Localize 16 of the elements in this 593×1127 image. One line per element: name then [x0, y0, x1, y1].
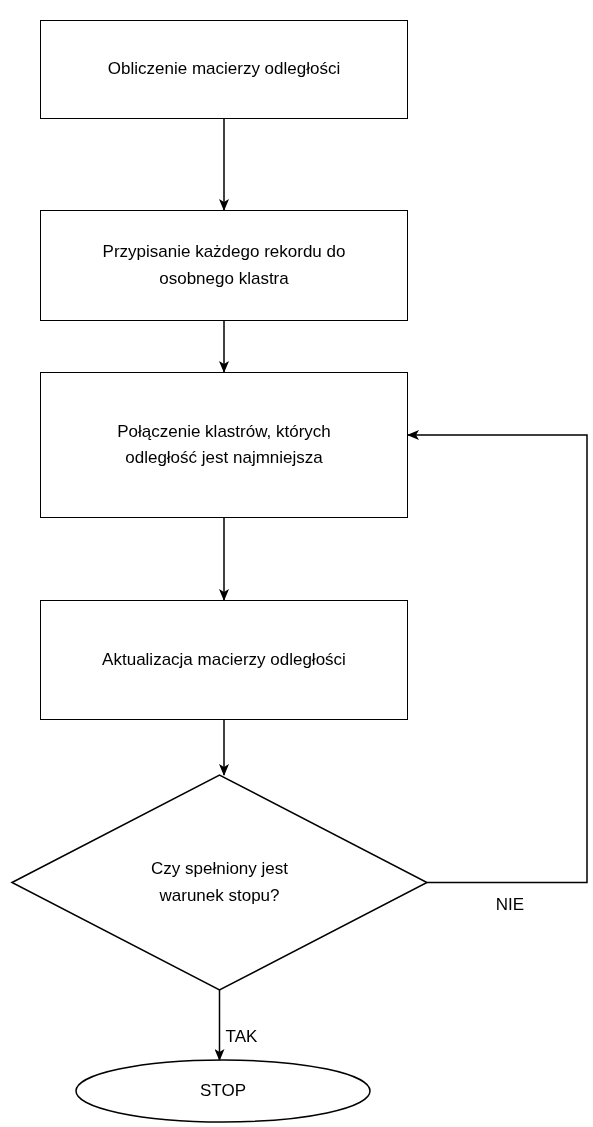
process-box: [40, 372, 408, 518]
arrow: [219, 320, 229, 373]
arrow: [219, 118, 229, 211]
arrow: [219, 517, 229, 601]
node-text: Przypisanie każdego rekordu do osobnego klastra: [101, 241, 347, 290]
node-text: Aktualizacja macierzy odległości: [102, 648, 346, 671]
arrow: [214, 989, 225, 1061]
node-text: Połączenie klastrów, których odległość jest najmniejsza: [116, 420, 332, 469]
process-box: [40, 20, 408, 119]
node-text: Obliczenie macierzy odległości: [107, 58, 341, 81]
process-box: [40, 210, 408, 321]
node-text: STOP: [200, 1079, 246, 1102]
process-box: [40, 600, 408, 720]
arrow: [407, 430, 588, 884]
arrow: [219, 719, 229, 776]
node-text: Czy spełniony jest warunek stopu?: [150, 858, 289, 907]
